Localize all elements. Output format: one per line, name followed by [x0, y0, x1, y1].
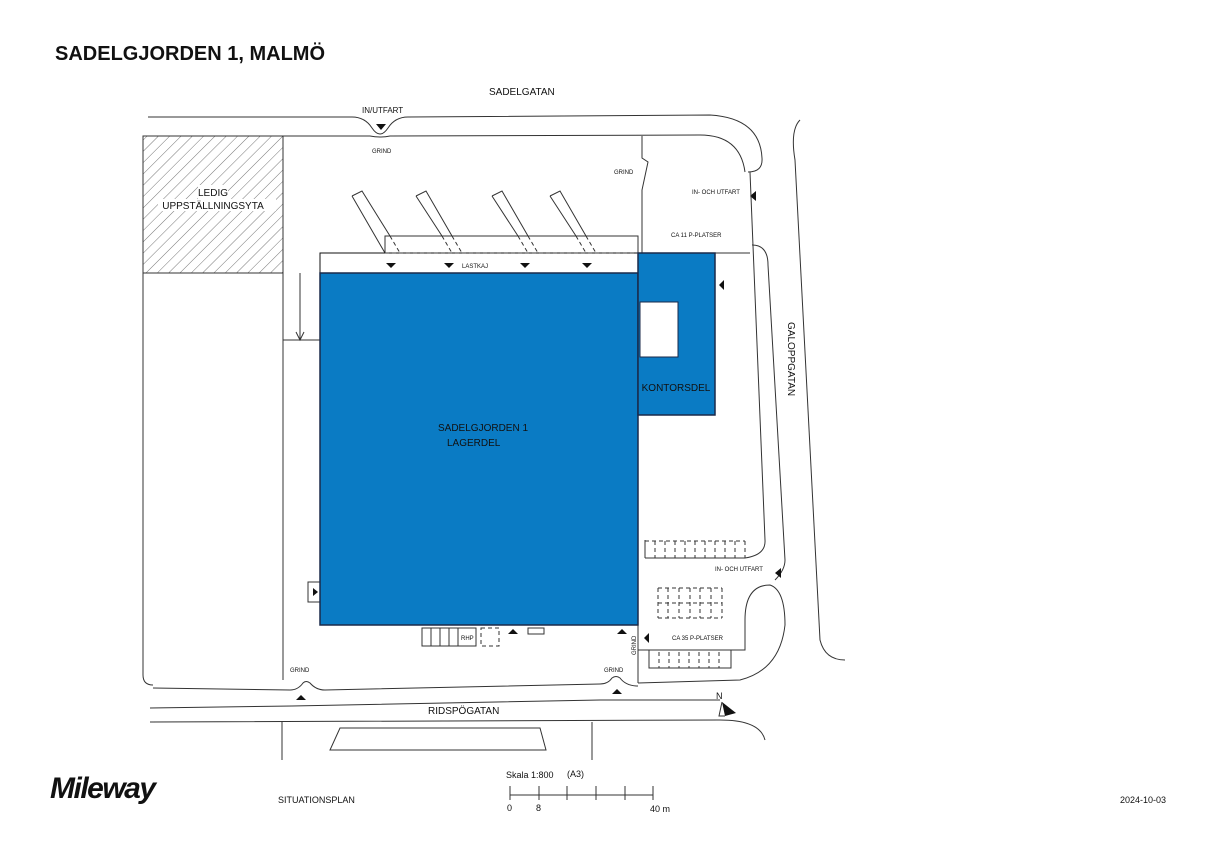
label-paper: (A3): [567, 769, 584, 779]
label-grind: GRIND: [290, 668, 310, 674]
date: 2024-10-03: [1120, 795, 1166, 805]
label-grind: GRIND: [604, 668, 624, 674]
truck-bays: [351, 190, 597, 254]
label-rhp: RHP: [461, 636, 474, 642]
label-ledig: LEDIG: [198, 188, 228, 199]
arrow-icon: [313, 588, 318, 596]
arrow-icon: [612, 689, 622, 694]
arrow-icon: [719, 280, 724, 290]
south-lot: [281, 722, 593, 760]
scale-tick: 8: [536, 803, 541, 813]
street-galoppgatan: GALOPPGATAN: [785, 322, 796, 396]
label-in-och-utfart: IN- OCH UTFART: [715, 567, 763, 573]
parking-se: IN- OCH UTFART CA 35 P-PLATSER GRIND: [632, 540, 786, 684]
courtyard: [639, 301, 679, 358]
mileway-logo: Mileway: [50, 772, 157, 805]
arrow-icon: [296, 695, 306, 700]
road-south: [149, 676, 766, 741]
label-in-utfart: IN/UTFART: [362, 106, 403, 115]
label-lagerdel: LAGERDEL: [447, 438, 501, 449]
label-situationsplan: SITUATIONSPLAN: [278, 795, 355, 805]
page-title: SADELGJORDEN 1, MALMÖ: [55, 42, 325, 65]
label-uppstallningsyta: UPPSTÄLLNINGSYTA: [162, 200, 264, 212]
label-p11: CA 11 P-PLATSER: [671, 233, 722, 239]
label-scale: Skala 1:800: [506, 770, 554, 780]
scale-tick: 0: [507, 803, 512, 813]
street-sadelgatan: SADELGATAN: [489, 87, 555, 98]
left-plot: [142, 273, 320, 686]
label-in-och-utfart: IN- OCH UTFART: [692, 190, 740, 196]
street-ridspogatan: RIDSPÖGATAN: [428, 705, 499, 717]
scale-tick: 40 m: [650, 804, 670, 814]
north-arrow-icon: N: [716, 691, 736, 717]
label-grind: GRIND: [614, 170, 634, 176]
label-kontorsdel: KONTORSDEL: [642, 383, 711, 394]
label-north: N: [716, 691, 723, 701]
label-grind: GRIND: [372, 149, 392, 155]
label-building: SADELGJORDEN 1: [438, 423, 528, 434]
label-lastkaj: LASTKAJ: [462, 264, 488, 270]
arrow-icons: [386, 263, 592, 268]
arrow-icon: [750, 191, 756, 201]
south-items: RHP: [421, 627, 627, 647]
arrow-icon: [376, 124, 386, 130]
label-grind: GRIND: [632, 635, 638, 655]
building-lagerdel: [319, 272, 639, 626]
road-north-edge: [148, 114, 763, 173]
label-p35: CA 35 P-PLATSER: [672, 636, 724, 642]
scale-bar: [509, 786, 654, 800]
road-north-inner: [148, 134, 746, 173]
